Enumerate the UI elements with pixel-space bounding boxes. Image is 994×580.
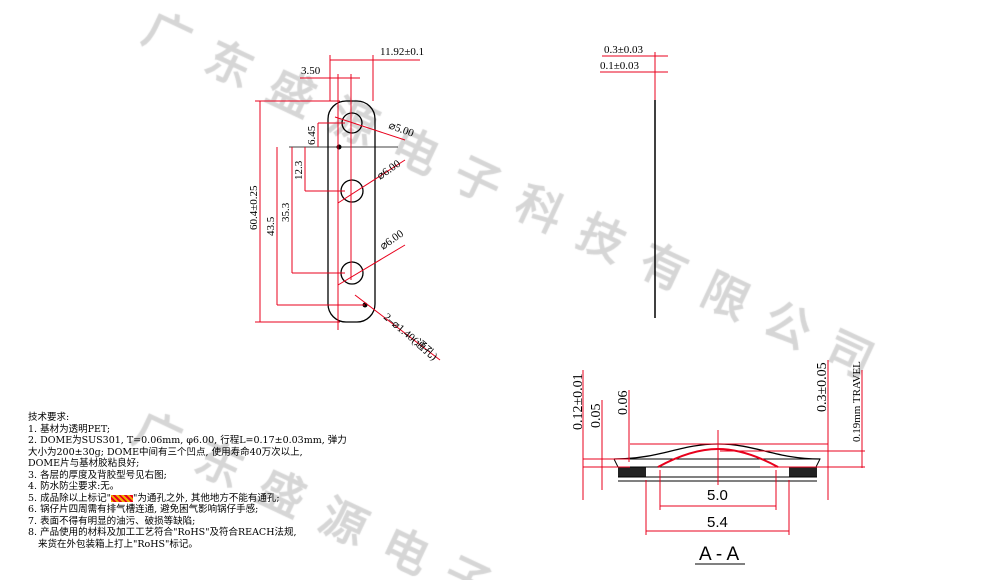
note-2-cont2: DOME片与基材胶粘良好; (28, 458, 140, 469)
note-2-cont: 大小为200±30g; DOME中间有三个凹点, 使用寿命40万次以上, (28, 446, 303, 458)
note-2: 2. DOME为SUS301, T=0.06mm, φ6.00, 行程L=0.1… (28, 435, 347, 446)
note-8: 8. 产品使用的材料及加工工艺符合"RoHS"及符合REACH法规, (28, 527, 297, 538)
hole-1-diameter: ⌀5.00 (387, 120, 416, 140)
layer-thickness: 0.1±0.03 (600, 60, 640, 72)
width-5-0: 5.0 (707, 487, 728, 504)
notes-title: 技术要求: (28, 412, 70, 423)
dimension-12-3: 12.3 (293, 160, 305, 180)
dimension-6-45: 6.45 (306, 125, 318, 145)
dimension-0-05: 0.05 (589, 404, 604, 429)
dimension-0-06: 0.06 (616, 391, 631, 416)
note-6: 6. 锅仔片四周需有排气槽连通, 避免困气影响锅仔手感; (28, 504, 259, 515)
dimension-0-3: 0.3±0.05 (815, 362, 830, 412)
note-3: 3. 各层的厚度及背胶型号见右图; (28, 469, 167, 481)
length-dimension: 60.4±0.25 (248, 185, 260, 230)
note-4: 4. 防水防尘要求:无。 (28, 481, 120, 492)
dimension-43-5: 43.5 (265, 216, 277, 236)
dimension-35-3: 35.3 (280, 202, 292, 222)
width-5-4: 5.4 (707, 514, 728, 531)
section-title: A - A (699, 544, 739, 565)
note-5: 5. 成品除以上标记""为通孔之外, 其他地方不能有通孔; (28, 492, 280, 504)
vent-hole-label: 2–⌀1.40(通孔) (381, 310, 440, 363)
dimension-0-12: 0.12±0.01 (571, 373, 586, 430)
hole-2-diameter: ⌀6.00 (375, 158, 403, 183)
note-1: 1. 基材为透明PET; (28, 423, 111, 435)
offset-dimension: 3.50 (301, 65, 321, 77)
side-view: 0.3±0.03 0.1±0.03 (600, 44, 668, 318)
note-8-cont: 来货在外包装箱上打上"RoHS"标记。 (38, 538, 198, 550)
width-dimension: 11.92±0.1 (380, 46, 424, 58)
technical-notes: 技术要求: 1. 基材为透明PET; 2. DOME为SUS301, T=0.0… (28, 412, 347, 550)
through-hole-mark-icon (110, 494, 133, 502)
hole-3-diameter: ⌀6.00 (378, 228, 406, 253)
section-view: 0.12±0.01 0.05 0.06 0.3±0.05 0.19mm TRAV… (571, 360, 865, 565)
note-7: 7. 表面不得有明显的油污、破损等缺陷; (28, 515, 196, 527)
total-thickness: 0.3±0.03 (604, 44, 644, 56)
travel-dimension: 0.19mm TRAVEL (851, 361, 863, 442)
top-view: 11.92±0.1 3.50 60.4±0.25 43.5 35.3 12.3 … (248, 46, 440, 363)
